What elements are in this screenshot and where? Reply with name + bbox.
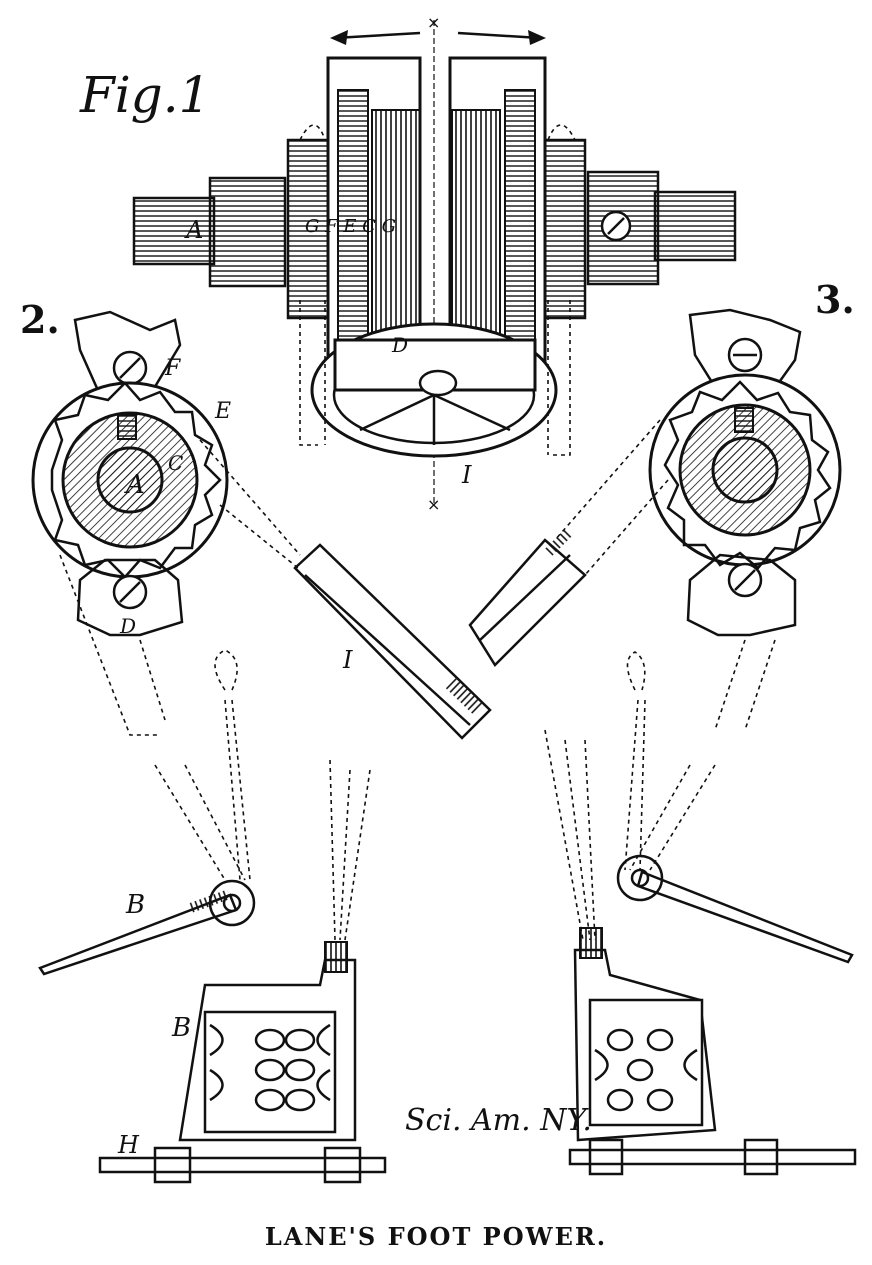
belt-right xyxy=(468,419,669,667)
fig1-assembly: × × xyxy=(132,13,737,514)
fig3-ratchet xyxy=(648,308,842,731)
treadle-right xyxy=(544,729,857,1176)
svg-text:×: × xyxy=(427,495,440,514)
lever-right xyxy=(616,651,854,964)
axle-right xyxy=(711,436,779,504)
label-a-left: A xyxy=(124,470,145,500)
label-i-top: I xyxy=(461,461,472,489)
label-h-shaft: H xyxy=(117,1131,140,1159)
fig2-number: 2. xyxy=(20,297,60,342)
lever-left xyxy=(38,649,256,976)
caption-title: LANE'S FOOT POWER. xyxy=(264,1222,608,1251)
gear-teeth-right xyxy=(451,109,501,351)
fig2-ratchet xyxy=(31,310,229,736)
label-a-shaft: A xyxy=(184,216,203,244)
signature: Sci. Am. NY. xyxy=(405,1103,592,1138)
svg-text:×: × xyxy=(427,13,440,32)
shaft-left xyxy=(132,196,216,266)
double-arrow xyxy=(330,30,546,45)
pulley-right xyxy=(543,138,587,320)
label-i-belt: I xyxy=(342,646,353,674)
label-f-left: F xyxy=(164,356,181,381)
fig-title: Fig.1 xyxy=(79,66,210,124)
hub-collar xyxy=(418,369,458,397)
axle-left xyxy=(96,446,164,514)
ratchet-left xyxy=(337,89,369,371)
label-d-left: D xyxy=(119,614,136,638)
label-d-top: D xyxy=(391,333,408,357)
bearing-left xyxy=(208,176,287,288)
ratchet-right xyxy=(504,89,536,371)
label-c-left: C xyxy=(168,451,183,475)
shaft-right xyxy=(653,190,737,262)
label-gear-letters: G F E C G xyxy=(305,216,396,237)
label-b-lever: B xyxy=(125,890,145,920)
belt-left xyxy=(199,439,492,740)
pulley-left xyxy=(286,138,330,320)
treadle-left xyxy=(98,759,387,1184)
label-e-left: E xyxy=(214,399,231,424)
center-axis-line: × × xyxy=(427,13,440,514)
fig3-number: 3. xyxy=(815,277,855,322)
gear-teeth-left xyxy=(371,109,421,351)
label-b-pedal: B xyxy=(171,1013,191,1043)
